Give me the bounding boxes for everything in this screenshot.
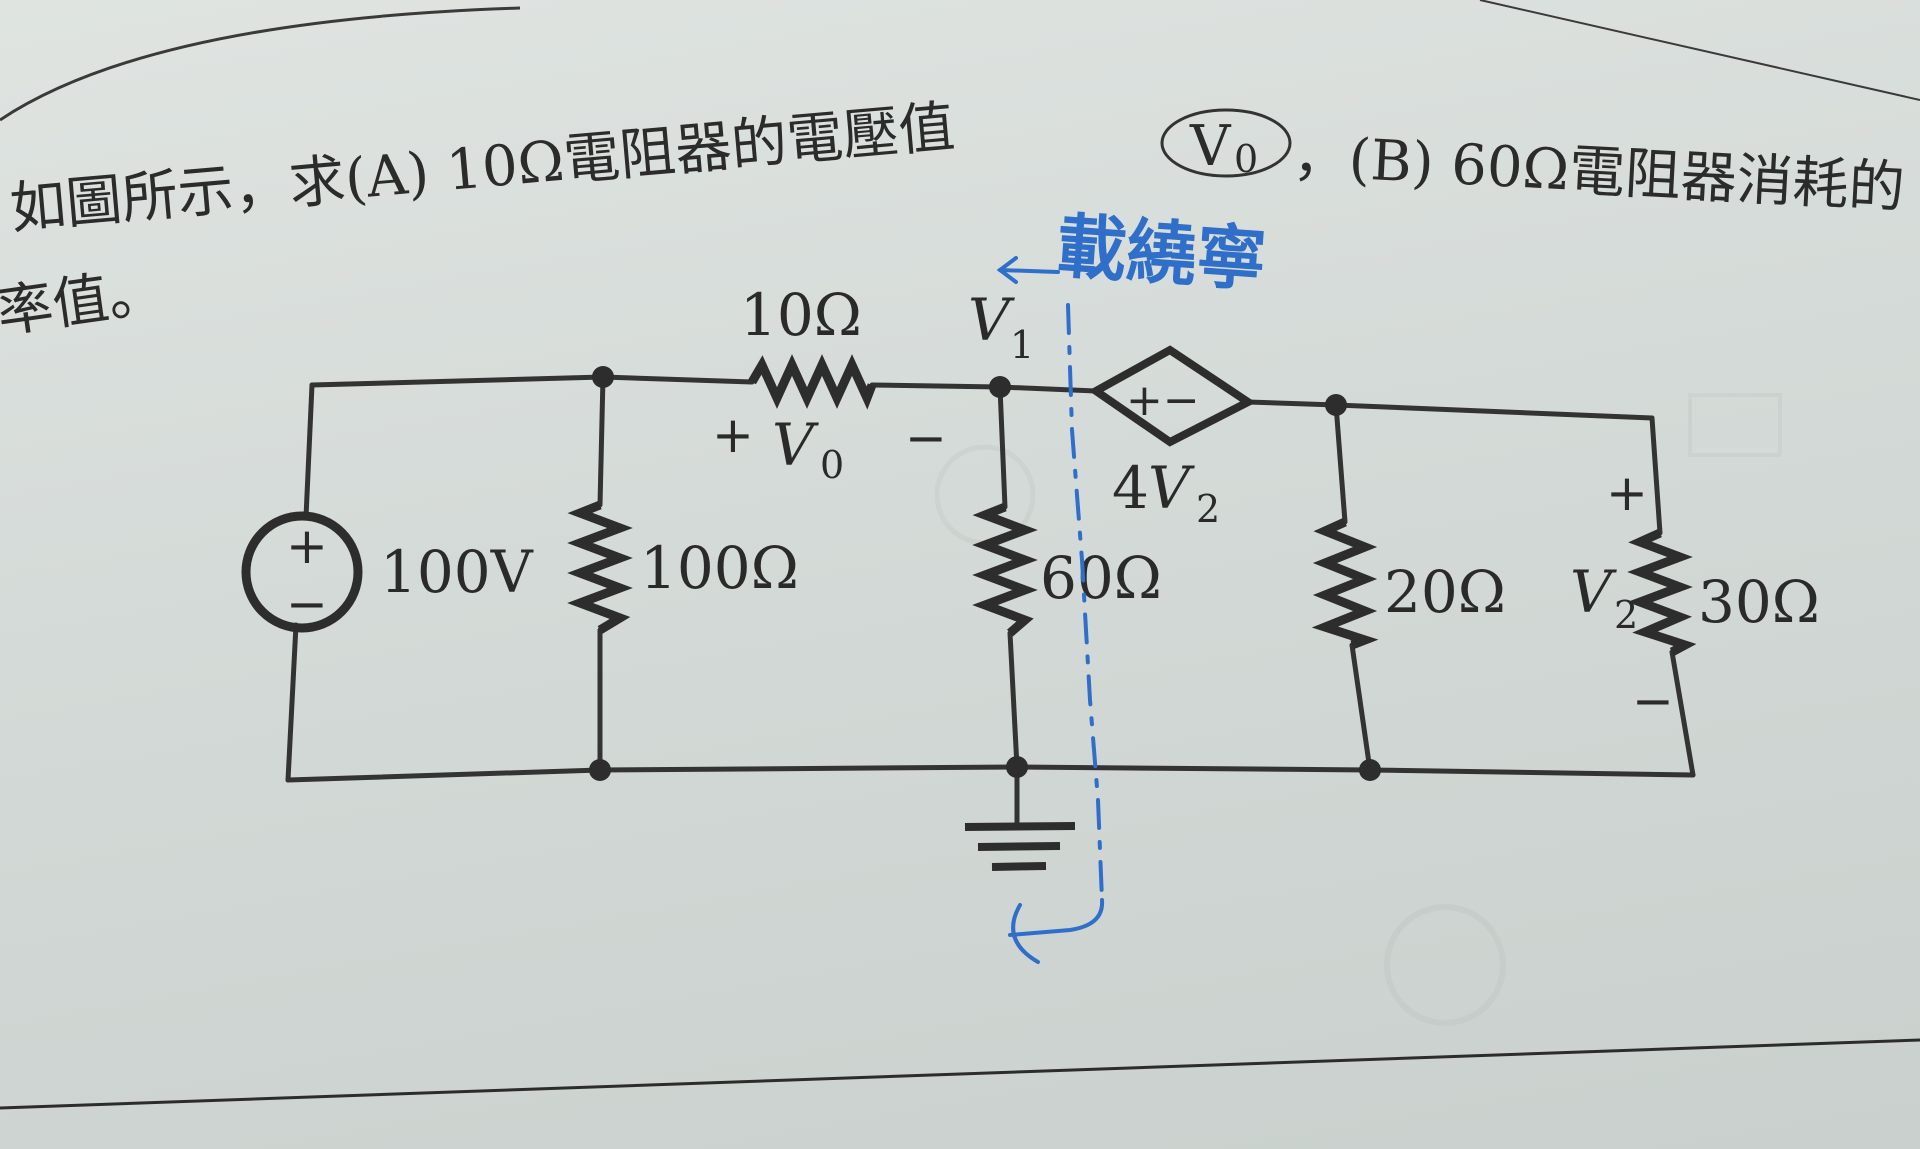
wire-top-left bbox=[309, 374, 606, 388]
resistor-30ohm bbox=[1627, 528, 1697, 656]
label-100v: 100V bbox=[380, 538, 534, 606]
resistor-60ohm bbox=[972, 502, 1038, 637]
ground-line-1 bbox=[964, 822, 1076, 831]
ground-line-2 bbox=[977, 842, 1061, 851]
resistor-10ohm bbox=[748, 354, 877, 410]
source-plus-sign: + bbox=[286, 517, 328, 575]
blue-arrow-top bbox=[998, 268, 1060, 274]
v0-var: V bbox=[772, 411, 819, 479]
blue-arrow-bottom-hook bbox=[1011, 903, 1040, 964]
ground-symbol bbox=[964, 822, 1076, 871]
ground-line-3 bbox=[991, 862, 1047, 871]
page-edge bbox=[0, 6, 521, 122]
node-top-left bbox=[592, 366, 614, 388]
node-bottom-ground bbox=[1006, 756, 1028, 778]
node-bottom-right bbox=[1359, 759, 1381, 781]
wire-top-to-10ohm bbox=[600, 374, 755, 385]
node-top-right bbox=[1325, 394, 1347, 416]
v0-minus: − bbox=[905, 409, 947, 467]
problem-statement: 如圖所示，求(A) 10Ω電阻器的電壓值 V 0 ，(B) 60Ω電阻器消耗的 … bbox=[0, 95, 1906, 346]
wire-20ohm-top bbox=[1333, 402, 1348, 525]
label-100ohm: 100Ω bbox=[640, 534, 799, 602]
v0-sub: 0 bbox=[820, 443, 844, 487]
resistor-20ohm bbox=[1311, 517, 1379, 650]
wire-100ohm-top bbox=[597, 374, 606, 508]
blue-arrow-bottom bbox=[1008, 898, 1105, 937]
problem-line2: 率值。 bbox=[0, 258, 168, 346]
wire-source-top bbox=[303, 382, 315, 520]
label-30ohm: 30Ω bbox=[1698, 568, 1820, 636]
blue-arrow-top-head bbox=[996, 256, 1018, 284]
v0-boxed-var: V bbox=[1189, 114, 1232, 179]
v0-plus: + bbox=[712, 406, 754, 464]
dependent-source-symbol: +− bbox=[1126, 375, 1200, 426]
wire-60ohm-top bbox=[997, 384, 1008, 510]
v2-plus: + bbox=[1606, 464, 1648, 522]
page-fold-line bbox=[0, 1038, 1920, 1110]
v2-var: V bbox=[1570, 558, 1617, 626]
v2-sub: 2 bbox=[1614, 593, 1638, 637]
wire-30ohm-top bbox=[1649, 415, 1663, 536]
label-20ohm: 20Ω bbox=[1384, 558, 1506, 626]
node-v1 bbox=[989, 376, 1011, 398]
voltage-source-100v: + − bbox=[241, 511, 363, 633]
label-10ohm: 10Ω bbox=[740, 281, 862, 349]
v1-var: V bbox=[968, 286, 1015, 354]
blue-dashed-cut-line bbox=[1066, 303, 1104, 902]
component-labels: 10Ω + V 0 − V 1 4 V 2 100V 100Ω 60Ω 20Ω … bbox=[380, 281, 1820, 730]
handwritten-text: 載繞寧 bbox=[1054, 205, 1269, 301]
wire-10ohm-to-v1 bbox=[869, 382, 1099, 394]
node-bottom-left bbox=[589, 759, 611, 781]
v0-circle-mark bbox=[1160, 108, 1292, 178]
v1-sub: 1 bbox=[1010, 323, 1034, 367]
v2-minus: − bbox=[1632, 672, 1674, 730]
label-v1: V 1 bbox=[968, 286, 1034, 367]
wire-20ohm-bottom bbox=[1349, 642, 1373, 773]
dep-sub: 2 bbox=[1196, 487, 1220, 531]
source-minus-sign: − bbox=[286, 575, 328, 633]
problem-line1-part2: ，(B) 60Ω電阻器消耗的 bbox=[1291, 124, 1906, 221]
label-4v2: 4 V 2 bbox=[1112, 454, 1220, 531]
wire-source-bottom bbox=[285, 622, 299, 783]
wire-dep-to-right bbox=[1245, 399, 1655, 421]
v0-boxed: V 0 bbox=[1160, 108, 1292, 181]
dependent-source-diamond bbox=[1088, 345, 1256, 447]
circuit-nodes bbox=[589, 366, 1381, 781]
voltage-source-circle bbox=[241, 511, 363, 633]
dep-coef: 4 bbox=[1112, 454, 1149, 522]
dependent-voltage-source: +− bbox=[1088, 345, 1256, 447]
label-60ohm: 60Ω bbox=[1040, 544, 1162, 612]
wire-30ohm-bottom bbox=[1669, 649, 1696, 778]
dep-var: V bbox=[1148, 454, 1195, 522]
problem-line1-part1: 如圖所示，求(A) 10Ω電阻器的電壓值 bbox=[8, 95, 958, 242]
v0-boxed-sub: 0 bbox=[1234, 137, 1258, 181]
page-top-edge bbox=[1479, 0, 1920, 101]
resistor-100ohm bbox=[567, 500, 633, 634]
handwritten-annotation: 載繞寧 bbox=[996, 205, 1269, 964]
label-v2: + V 2 − bbox=[1570, 464, 1674, 730]
wire-bottom bbox=[285, 764, 1696, 783]
label-v0: + V 0 − bbox=[712, 406, 947, 487]
wire-60ohm-bottom bbox=[1007, 630, 1020, 770]
